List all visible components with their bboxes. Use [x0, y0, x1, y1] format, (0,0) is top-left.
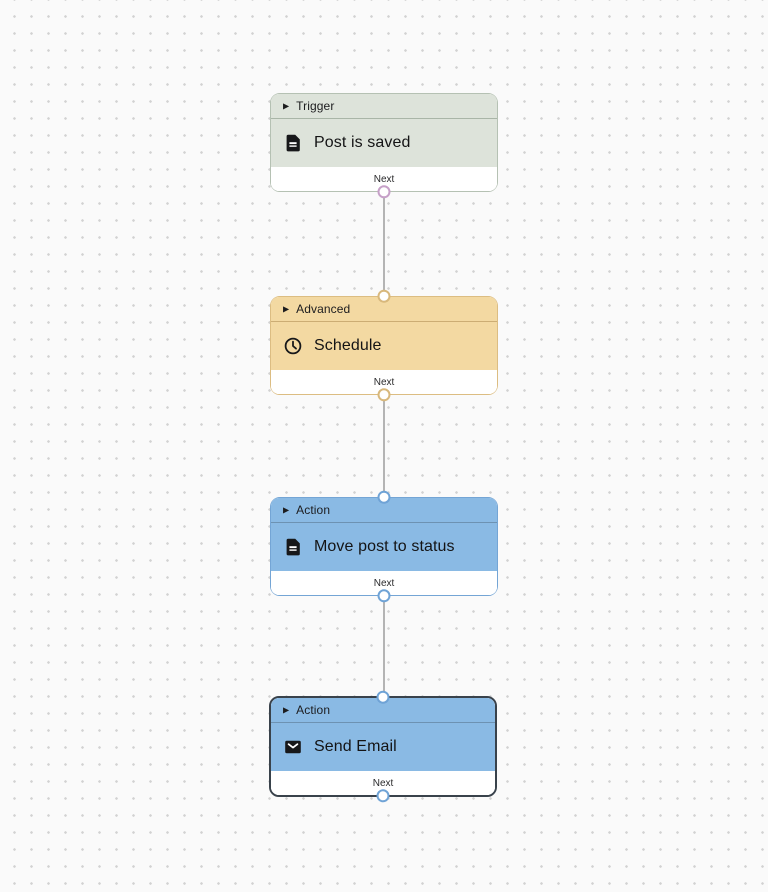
node-advanced-schedule[interactable]: ▶ Advanced Schedule Next: [270, 289, 498, 402]
connector-line: [383, 596, 385, 698]
node-title: Schedule: [314, 337, 382, 354]
node-action-send-email[interactable]: ▶ Action Send Email Next: [269, 690, 497, 803]
document-icon: [283, 133, 303, 153]
collapse-arrow-icon[interactable]: ▶: [283, 505, 290, 515]
collapse-arrow-icon[interactable]: ▶: [283, 101, 290, 111]
connector-line: [383, 394, 385, 498]
output-port[interactable]: [377, 388, 391, 402]
envelope-icon: [283, 737, 303, 757]
output-port[interactable]: [377, 589, 391, 603]
node-category-label: Advanced: [296, 302, 351, 316]
input-port[interactable]: [377, 490, 391, 504]
node-body[interactable]: Move post to status: [271, 523, 497, 571]
next-port-label: Next: [373, 577, 395, 589]
node-box: ▶ Action Send Email Next: [271, 698, 495, 795]
output-port[interactable]: [376, 789, 390, 803]
node-box: ▶ Action Move post to status Next: [271, 498, 497, 595]
node-category-label: Action: [296, 503, 331, 517]
input-port[interactable]: [376, 690, 390, 704]
node-body[interactable]: Schedule: [271, 322, 497, 370]
collapse-arrow-icon[interactable]: ▶: [283, 304, 290, 314]
node-header[interactable]: ▶ Trigger: [271, 94, 497, 119]
connector-line: [383, 191, 385, 297]
node-category-label: Trigger: [296, 99, 335, 113]
input-port[interactable]: [377, 289, 391, 303]
node-title: Send Email: [314, 738, 397, 755]
next-port-label: Next: [373, 173, 395, 185]
node-body[interactable]: Send Email: [271, 723, 495, 771]
node-box: ▶ Advanced Schedule Next: [271, 297, 497, 394]
node-trigger-post-is-saved[interactable]: ▶ Trigger Post is saved Next: [270, 93, 498, 199]
next-port-label: Next: [373, 376, 395, 388]
node-title: Move post to status: [314, 538, 455, 555]
node-body[interactable]: Post is saved: [271, 119, 497, 167]
next-port-label: Next: [372, 777, 394, 789]
output-port[interactable]: [377, 185, 391, 199]
node-title: Post is saved: [314, 134, 411, 151]
collapse-arrow-icon[interactable]: ▶: [283, 705, 290, 715]
node-category-label: Action: [296, 703, 331, 717]
node-action-move-post-to-status[interactable]: ▶ Action Move post to status Next: [270, 490, 498, 603]
clock-icon: [283, 336, 303, 356]
document-icon: [283, 537, 303, 557]
node-box: ▶ Trigger Post is saved Next: [271, 94, 497, 191]
